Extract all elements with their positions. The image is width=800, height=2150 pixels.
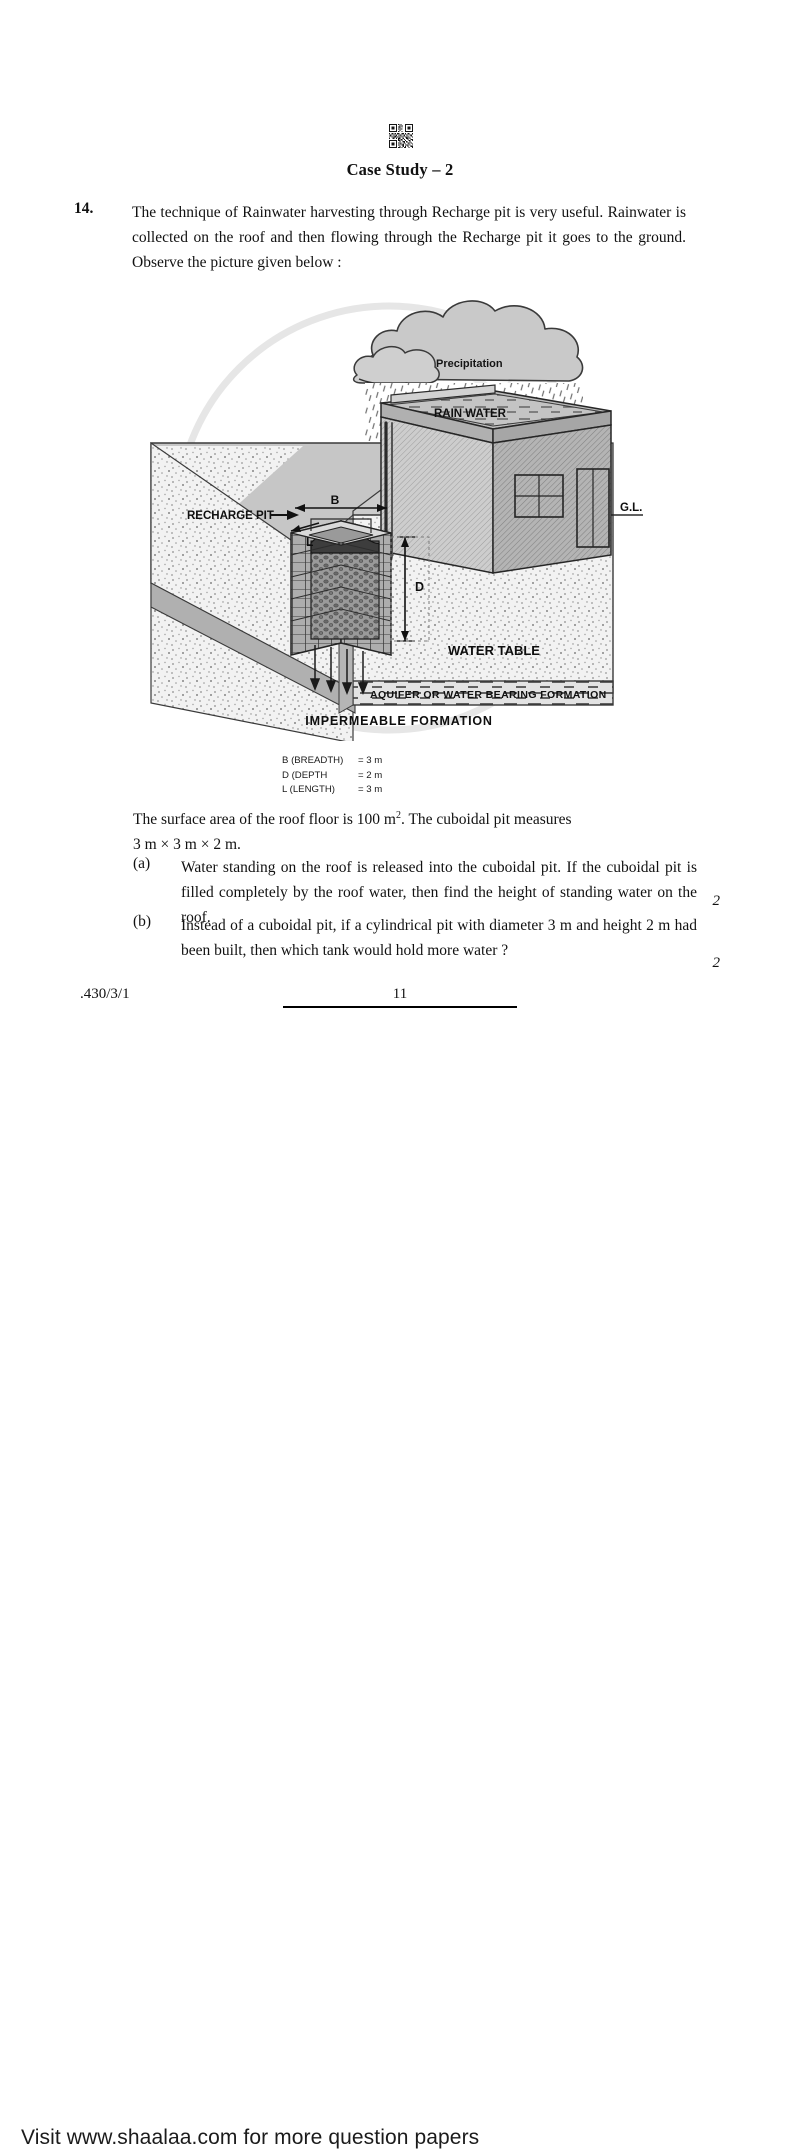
statement-line-2: 3 m × 3 m × 2 m.: [133, 835, 241, 853]
ground-level-label: G.L.: [620, 502, 642, 514]
aquifer-label: AQUIFER OR WATER BEARING FORMATION: [370, 689, 607, 701]
subpart-b-label: (b): [133, 913, 152, 930]
dimension-l: [290, 522, 320, 532]
recharge-pit-arrow: [271, 510, 299, 520]
rainwater-harvesting-diagram: shaalaa.com Precipitation: [143, 283, 656, 741]
legend-key: L (LENGTH): [282, 784, 335, 796]
subpart-a-marks: 2: [712, 893, 721, 909]
paper-code: .430/3/1: [80, 986, 130, 1002]
recharge-pit-label: RECHARGE PIT: [187, 510, 274, 522]
subpart-a: (a) Water standing on the roof is releas…: [133, 855, 745, 930]
legend-key: D (DEPTH: [282, 769, 328, 781]
recharge-pit: [290, 520, 392, 696]
case-study-heading: Case Study – 2: [346, 160, 454, 179]
statement-line-1-pre: The surface area of the roof floor is 10…: [133, 811, 396, 829]
dimension-b-label: B: [331, 493, 340, 507]
impermeable-label: IMPERMEABLE FORMATION: [305, 714, 492, 728]
legend-key: B (BREADTH): [282, 755, 344, 766]
legend-value: = 2 m: [358, 769, 383, 781]
house: [355, 384, 612, 579]
question-number: 14.: [74, 200, 94, 217]
dimension-legend: B (BREADTH) = 3 m D (DEPTH = 2 m L (LENG…: [282, 754, 382, 798]
ground-block-left: [150, 441, 444, 741]
banner-text: Visit www.shaalaa.com for more question …: [21, 2126, 480, 2149]
dimension-b: [295, 504, 387, 512]
legend-row: B (BREADTH) = 3 m: [282, 754, 382, 769]
site-banner: Visit www.shaalaa.com for more question …: [0, 1040, 800, 2149]
qr-code-icon: [389, 124, 413, 148]
water-table-label: WATER TABLE: [448, 643, 540, 658]
problem-statement: The surface area of the roof floor is 10…: [133, 808, 686, 858]
precipitation-label: Precipitation: [436, 358, 503, 370]
legend-value: = 3 m: [358, 755, 383, 766]
dimension-l-label: L: [306, 535, 313, 549]
percolation-arrows: [309, 645, 369, 696]
subpart-b-text: Instead of a cuboidal pit, if a cylindri…: [181, 917, 697, 960]
subpart-b: (b) Instead of a cuboidal pit, if a cyli…: [133, 913, 745, 963]
subpart-a-label: (a): [133, 855, 151, 872]
footer-rule: [283, 1006, 517, 1008]
document-page: Case Study – 2 14. The technique of Rain…: [0, 0, 800, 1040]
page-number: 11: [392, 986, 408, 1002]
cloud-shape: [352, 300, 584, 391]
statement-line-1-post: . The cuboidal pit measures: [400, 811, 572, 829]
question-text: The technique of Rainwater harvesting th…: [132, 204, 686, 272]
legend-value: = 3 m: [358, 784, 383, 796]
rain-water-label: RAIN WATER: [434, 408, 507, 420]
question-14: 14. The technique of Rainwater harvestin…: [74, 200, 686, 275]
dimension-d-label: D: [415, 580, 424, 594]
subpart-a-text: Water standing on the roof is released i…: [181, 859, 697, 927]
superscript-two: 2: [395, 810, 401, 821]
legend-row: L (LENGTH) = 3 m: [282, 783, 382, 798]
subpart-b-marks: 2: [712, 955, 721, 971]
legend-row: D (DEPTH = 2 m: [282, 769, 382, 784]
